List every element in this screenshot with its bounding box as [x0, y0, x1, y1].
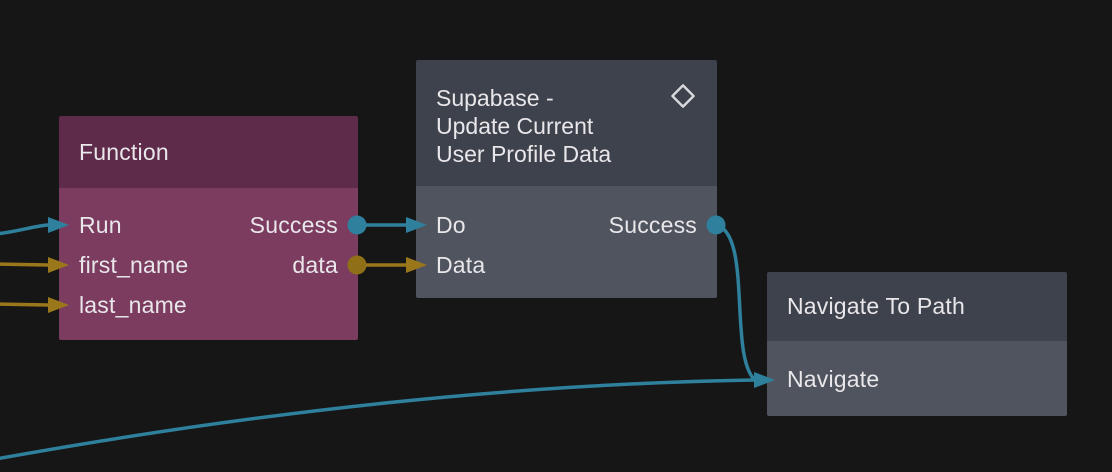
wire-to-function-first-name[interactable] [0, 262, 50, 267]
input-label-last-name: last_name [79, 291, 187, 318]
input-label-do: Do [436, 211, 466, 238]
port-row: Navigate [767, 359, 1067, 399]
wire-to-function-run[interactable] [0, 223, 50, 236]
node-supabase-body: Do Success Data [416, 186, 717, 298]
node-navigate-title: Navigate To Path [787, 293, 965, 319]
node-supabase[interactable]: Supabase - Update Current User Profile D… [416, 60, 717, 298]
port-row: Do Success [416, 205, 717, 245]
port-input-do[interactable] [406, 217, 427, 233]
port-row: first_name data [59, 245, 358, 285]
node-function-title: Function [79, 138, 169, 165]
input-label-run: Run [79, 211, 122, 238]
port-output-function-data[interactable] [347, 255, 367, 275]
output-label-data: data [292, 251, 338, 278]
port-row: Run Success [59, 205, 358, 245]
output-label-success: Success [608, 211, 697, 238]
port-output-supabase-success[interactable] [706, 215, 726, 235]
port-input-last-name[interactable] [48, 297, 69, 313]
port-input-data[interactable] [406, 257, 427, 273]
port-row: Data [416, 245, 717, 285]
node-navigate-header[interactable]: Navigate To Path [767, 272, 1067, 341]
port-input-first-name[interactable] [48, 257, 69, 273]
input-label-navigate: Navigate [787, 365, 880, 392]
port-input-navigate[interactable] [754, 372, 775, 388]
wire-supabase-success-to-navigate[interactable] [714, 223, 756, 381]
port-input-run[interactable] [48, 217, 69, 233]
node-navigate[interactable]: Navigate To Path Navigate [767, 272, 1067, 416]
node-navigate-body: Navigate [767, 341, 1067, 416]
wire-to-function-last-name[interactable] [0, 302, 50, 307]
input-label-data: Data [436, 251, 486, 278]
port-row: last_name [59, 285, 358, 325]
output-label-success: Success [249, 211, 338, 238]
node-supabase-header[interactable]: Supabase - Update Current User Profile D… [416, 60, 717, 186]
node-supabase-title-line: User Profile Data [436, 141, 612, 167]
node-function[interactable]: Function Run Success first_name data las… [59, 116, 358, 340]
node-supabase-title-line: Update Current [436, 113, 594, 139]
node-supabase-title-line: Supabase - [436, 85, 554, 111]
diamond-icon[interactable] [669, 82, 697, 110]
port-output-function-success[interactable] [347, 215, 367, 235]
input-label-first-name: first_name [79, 251, 189, 278]
node-function-header[interactable]: Function [59, 116, 358, 188]
node-function-body: Run Success first_name data last_name [59, 188, 358, 340]
wire-offscreen-to-navigate[interactable] [0, 378, 756, 461]
